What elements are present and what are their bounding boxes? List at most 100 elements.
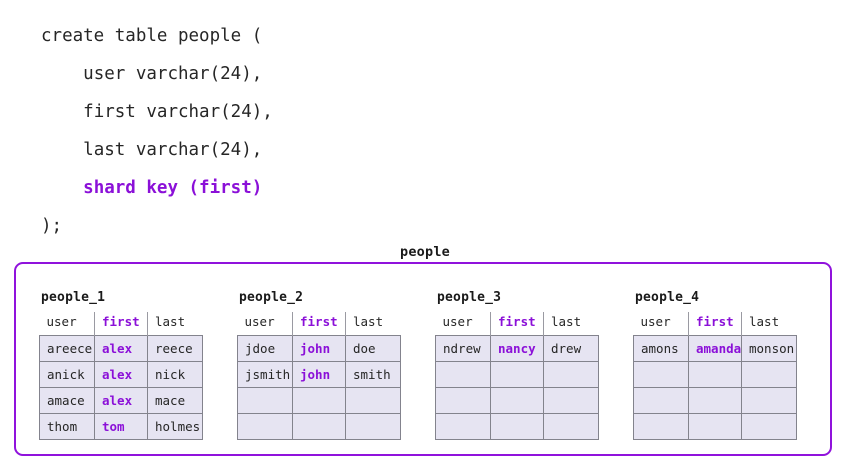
table-row-empty — [633, 361, 797, 388]
cell-first-empty — [292, 387, 346, 414]
table-row-empty — [435, 387, 599, 414]
column-header-last: last — [741, 312, 797, 336]
cell-user-empty — [435, 387, 491, 414]
column-header-last: last — [543, 312, 599, 336]
table-row: jdoe john doe — [237, 335, 401, 362]
code-line-4-text: shard key (first) — [83, 178, 263, 198]
cell-user: amace — [39, 387, 95, 414]
table-row: anick alex nick — [39, 361, 203, 388]
cell-last-empty — [741, 361, 797, 388]
cell-user: amons — [633, 335, 689, 362]
table-people_1: user first last areece alex reece anick … — [39, 312, 203, 440]
cell-last-empty — [345, 413, 401, 440]
column-header-last: last — [147, 312, 203, 336]
shard-name-0: people_1 — [41, 290, 106, 305]
cell-last-empty — [543, 387, 599, 414]
cell-first: john — [292, 361, 346, 388]
column-header-first: first — [94, 312, 148, 336]
sql-code-block: create table people ( user varchar(24), … — [41, 17, 741, 245]
table-row-empty — [633, 387, 797, 414]
table-row: thom tom holmes — [39, 413, 203, 440]
cell-last-empty — [345, 387, 401, 414]
shard-table-people_2: people_2 user first last jdoe john doe j… — [237, 290, 423, 440]
shard-name-3: people_4 — [635, 290, 700, 305]
cell-user-empty — [237, 387, 293, 414]
cell-first-empty — [292, 413, 346, 440]
cell-first: tom — [94, 413, 148, 440]
code-line-2: first varchar(24), — [41, 93, 741, 131]
code-line-1-text: user varchar(24), — [83, 64, 263, 84]
column-header-user: user — [633, 312, 689, 336]
table-row: jsmith john smith — [237, 361, 401, 388]
cell-last-empty — [543, 361, 599, 388]
cell-last: mace — [147, 387, 203, 414]
shard-table-people_4: people_4 user first last amons amanda mo… — [633, 290, 819, 440]
cell-last-empty — [543, 413, 599, 440]
cell-user: areece — [39, 335, 95, 362]
cell-last: nick — [147, 361, 203, 388]
cell-first-empty — [490, 387, 544, 414]
code-line-3-text: last varchar(24), — [83, 140, 263, 160]
cell-first: john — [292, 335, 346, 362]
code-line-3: last varchar(24), — [41, 131, 741, 169]
table-row-empty — [435, 361, 599, 388]
table-row: ndrew nancy drew — [435, 335, 599, 362]
cell-first: alex — [94, 361, 148, 388]
table-row-empty — [237, 387, 401, 414]
code-line-4-shard-key: shard key (first) — [41, 169, 741, 207]
column-header-last: last — [345, 312, 401, 336]
cell-user-empty — [633, 361, 689, 388]
cell-user: ndrew — [435, 335, 491, 362]
cell-last: reece — [147, 335, 203, 362]
cell-user-empty — [435, 413, 491, 440]
cell-user-empty — [237, 413, 293, 440]
shard-name-2: people_3 — [437, 290, 502, 305]
table-header-row: user first last — [633, 312, 797, 336]
table-people_4: user first last amons amanda monson — [633, 312, 797, 440]
cell-user: jsmith — [237, 361, 293, 388]
cell-last-empty — [741, 413, 797, 440]
cell-first: amanda — [688, 335, 742, 362]
table-header-row: user first last — [237, 312, 401, 336]
column-header-user: user — [435, 312, 491, 336]
table-people_3: user first last ndrew nancy drew — [435, 312, 599, 440]
table-row: amace alex mace — [39, 387, 203, 414]
cell-last-empty — [741, 387, 797, 414]
code-line-0: create table people ( — [41, 26, 263, 46]
cell-user-empty — [633, 413, 689, 440]
cell-user: jdoe — [237, 335, 293, 362]
cell-first-empty — [688, 361, 742, 388]
table-row: amons amanda monson — [633, 335, 797, 362]
cell-last: monson — [741, 335, 797, 362]
cell-user: anick — [39, 361, 95, 388]
table-row-empty — [435, 413, 599, 440]
shard-table-people_1: people_1 user first last areece alex ree… — [39, 290, 225, 440]
column-header-user: user — [39, 312, 95, 336]
table-header-row: user first last — [39, 312, 203, 336]
table-row: areece alex reece — [39, 335, 203, 362]
column-header-first: first — [688, 312, 742, 336]
cell-user: thom — [39, 413, 95, 440]
code-line-5: ); — [41, 216, 63, 236]
cell-last: doe — [345, 335, 401, 362]
diagram-title: people — [400, 244, 450, 260]
cell-last: holmes — [147, 413, 203, 440]
table-people_2: user first last jdoe john doe jsmith joh… — [237, 312, 401, 440]
code-line-2-text: first varchar(24), — [83, 102, 273, 122]
table-row-empty — [633, 413, 797, 440]
cell-last: drew — [543, 335, 599, 362]
shard-table-people_3: people_3 user first last ndrew nancy dre… — [435, 290, 621, 440]
code-line-1: user varchar(24), — [41, 55, 741, 93]
column-header-user: user — [237, 312, 293, 336]
shard-container: people_1 user first last areece alex ree… — [14, 262, 832, 456]
cell-last: smith — [345, 361, 401, 388]
table-header-row: user first last — [435, 312, 599, 336]
column-header-first: first — [490, 312, 544, 336]
cell-first: alex — [94, 335, 148, 362]
cell-first: alex — [94, 387, 148, 414]
cell-user-empty — [633, 387, 689, 414]
column-header-first: first — [292, 312, 346, 336]
cell-first-empty — [688, 387, 742, 414]
cell-first-empty — [688, 413, 742, 440]
cell-first: nancy — [490, 335, 544, 362]
